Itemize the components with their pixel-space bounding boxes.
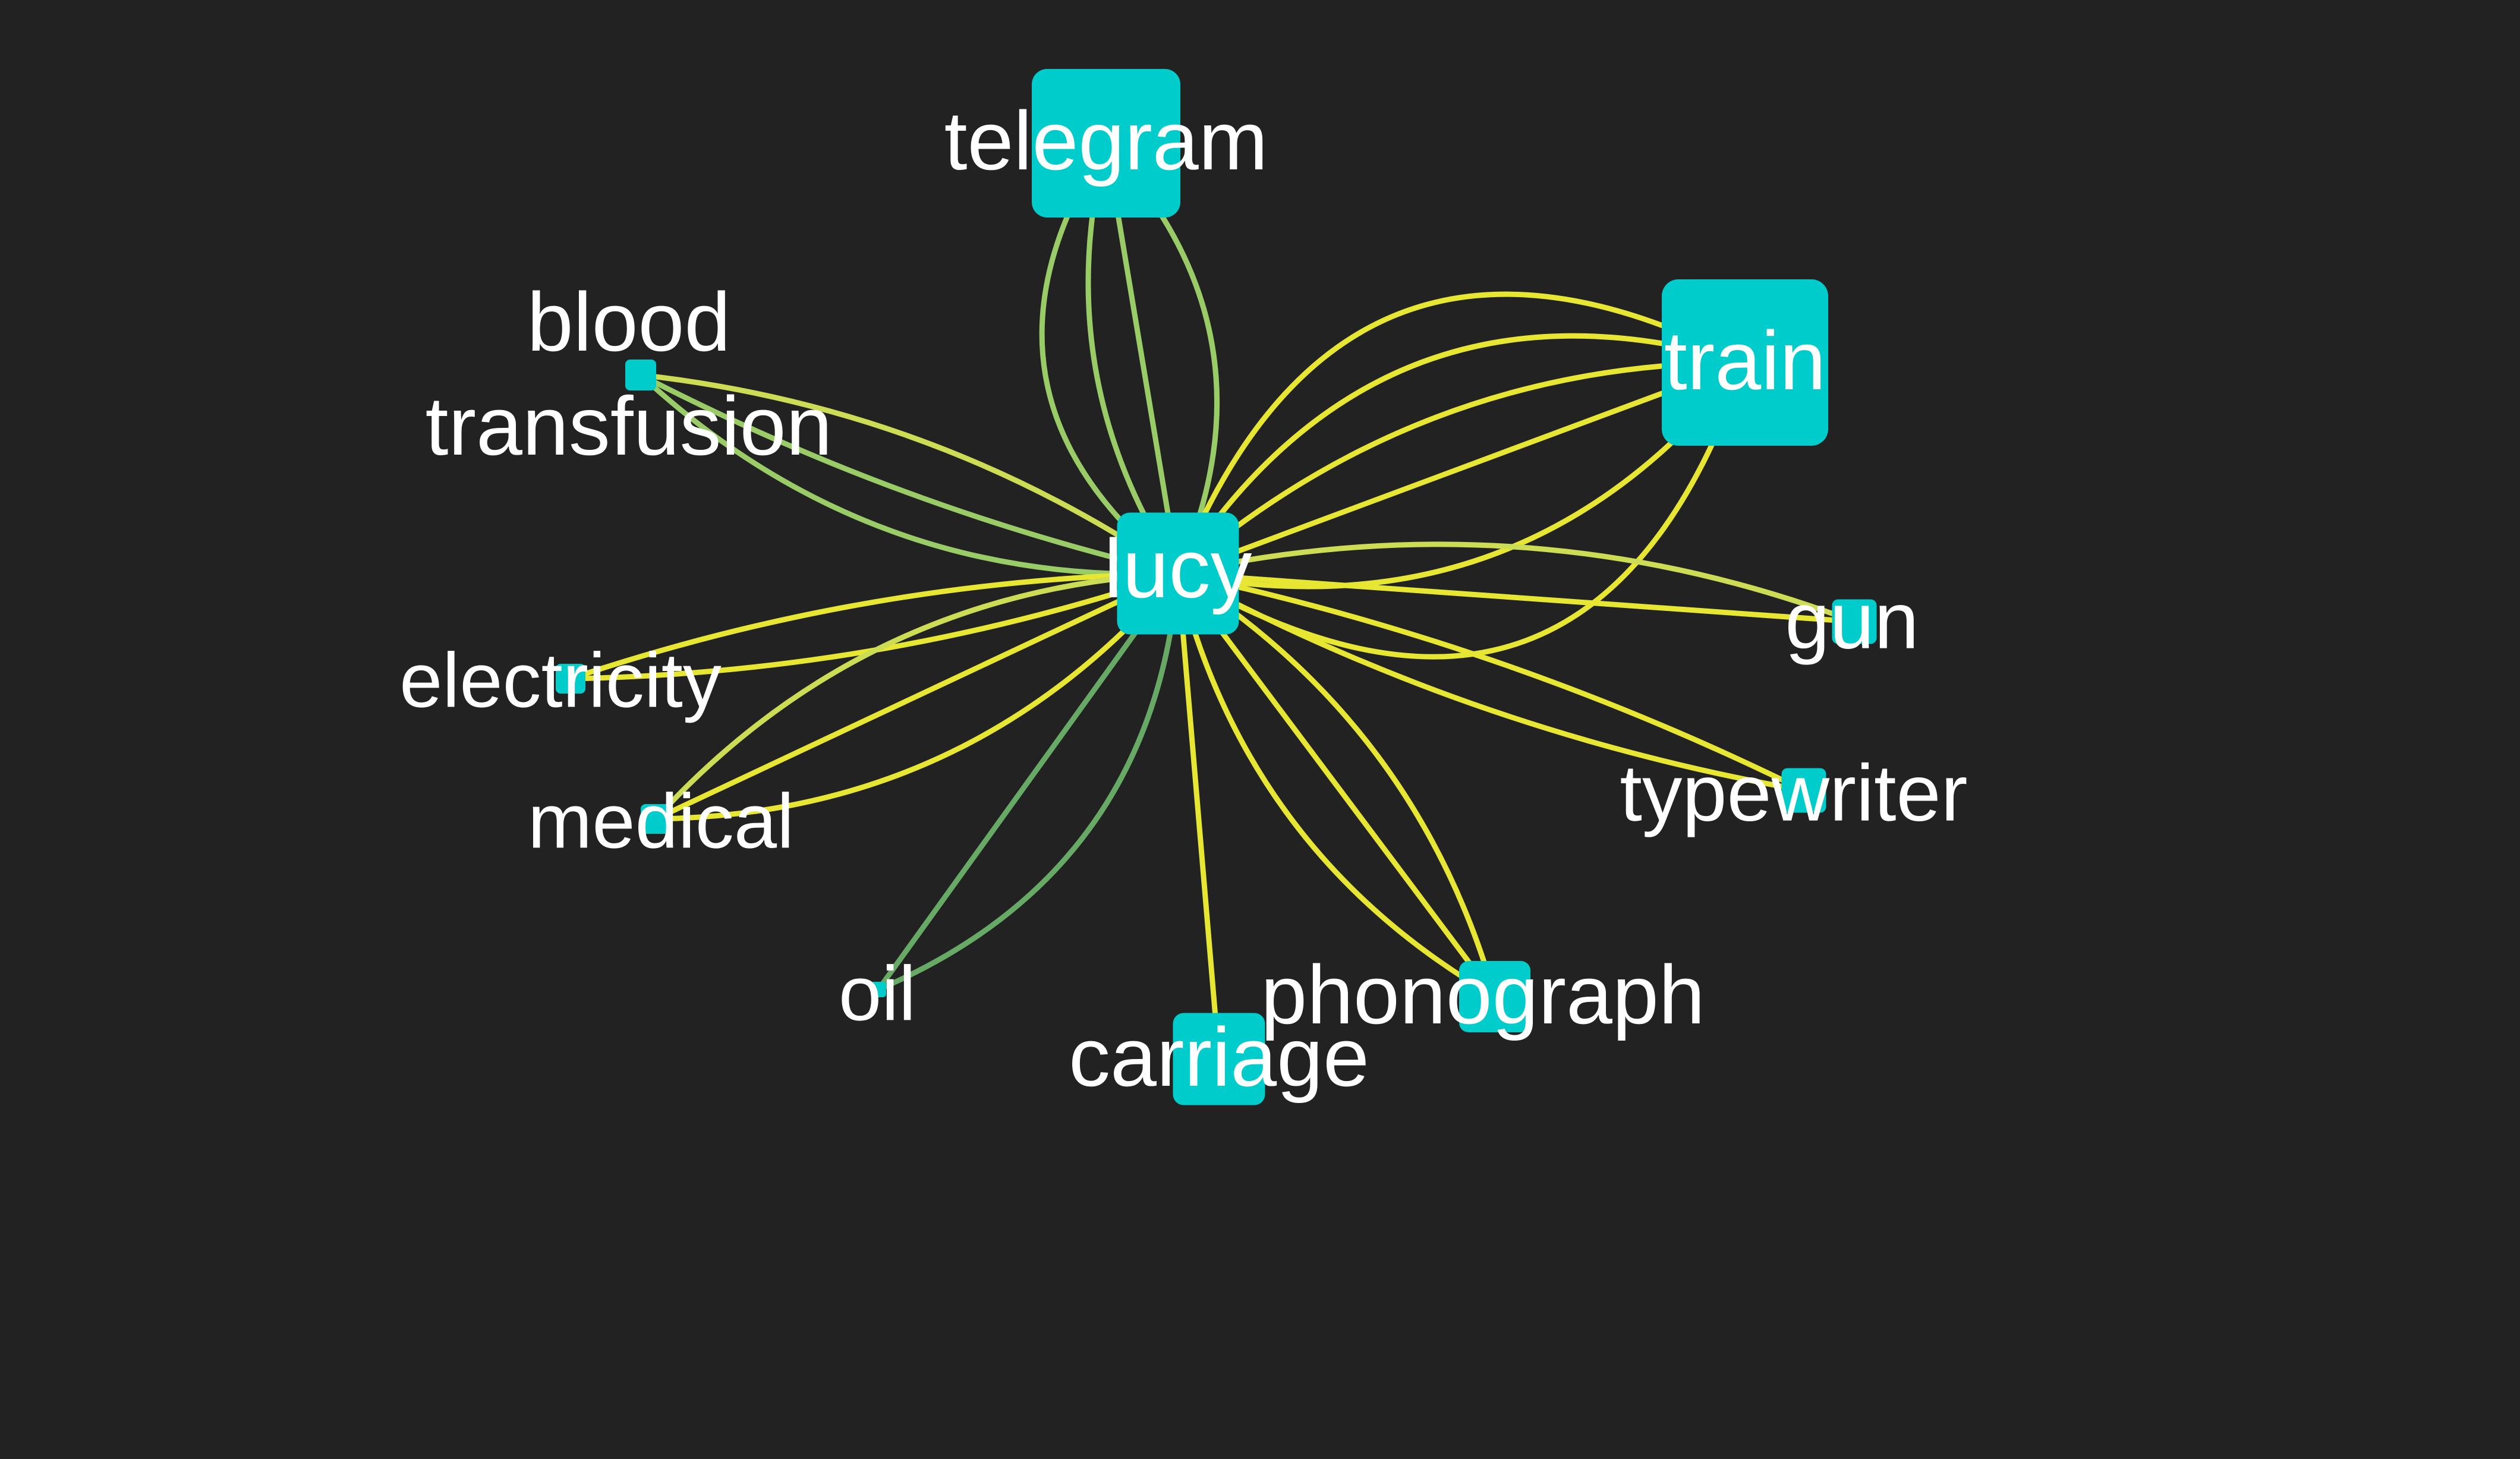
node-medical[interactable] bbox=[641, 804, 670, 834]
node-oil[interactable] bbox=[871, 982, 886, 997]
node-train[interactable] bbox=[1662, 279, 1828, 446]
edge-lucy-phonograph bbox=[1175, 571, 1498, 1000]
edge-lucy-medical bbox=[653, 571, 1181, 822]
node-label-electricity: electricity bbox=[399, 636, 722, 723]
node-gun[interactable] bbox=[1832, 599, 1877, 644]
edge-lucy-blood_transfusion bbox=[638, 372, 1181, 577]
edge-lucy-gun bbox=[1175, 571, 1857, 625]
edge-lucy-train bbox=[1175, 291, 1748, 576]
edge-lucy-medical bbox=[653, 571, 1181, 822]
node-label-oil: oil bbox=[839, 950, 916, 1036]
edge-lucy-blood_transfusion bbox=[638, 372, 1181, 576]
edge-lucy-carriage bbox=[1175, 571, 1222, 1062]
edge-lucy-gun bbox=[1175, 541, 1857, 625]
edge-lucy-medical bbox=[653, 571, 1181, 822]
node-phonograph[interactable] bbox=[1459, 961, 1530, 1032]
edge-lucy-blood_transfusion bbox=[638, 372, 1181, 576]
node-label-typewriter: typewriter bbox=[1620, 748, 1967, 838]
node-label-lucy: lucy bbox=[1104, 522, 1252, 615]
node-electricity[interactable] bbox=[556, 664, 585, 694]
node-blood-transfusion[interactable] bbox=[625, 360, 656, 390]
edges-layer bbox=[568, 140, 1857, 1062]
nodes-layer bbox=[556, 69, 1877, 1105]
edge-lucy-typewriter bbox=[1175, 571, 1807, 793]
node-carriage[interactable] bbox=[1173, 1013, 1265, 1105]
node-label-train: train bbox=[1664, 314, 1826, 407]
edge-lucy-oil bbox=[875, 571, 1181, 992]
node-telegram[interactable] bbox=[1032, 69, 1180, 218]
edge-lucy-train bbox=[1175, 333, 1748, 576]
edge-lucy-electricity bbox=[568, 571, 1181, 682]
edge-lucy-phonograph bbox=[1175, 571, 1498, 1000]
node-label-gun: gun bbox=[1785, 576, 1919, 666]
node-label-medical: medical bbox=[528, 777, 794, 864]
node-lucy[interactable] bbox=[1117, 512, 1239, 635]
edge-lucy-phonograph bbox=[1175, 571, 1498, 1000]
node-label-phonograph: phonograph bbox=[1261, 948, 1705, 1041]
node-label-carriage: carriage bbox=[1069, 1010, 1369, 1104]
node-label-telegram: telegram bbox=[944, 94, 1268, 187]
edge-lucy-oil bbox=[875, 571, 1181, 992]
node-typewriter[interactable] bbox=[1781, 768, 1826, 813]
edge-lucy-typewriter bbox=[1175, 571, 1807, 793]
edge-lucy-train bbox=[1175, 360, 1748, 576]
